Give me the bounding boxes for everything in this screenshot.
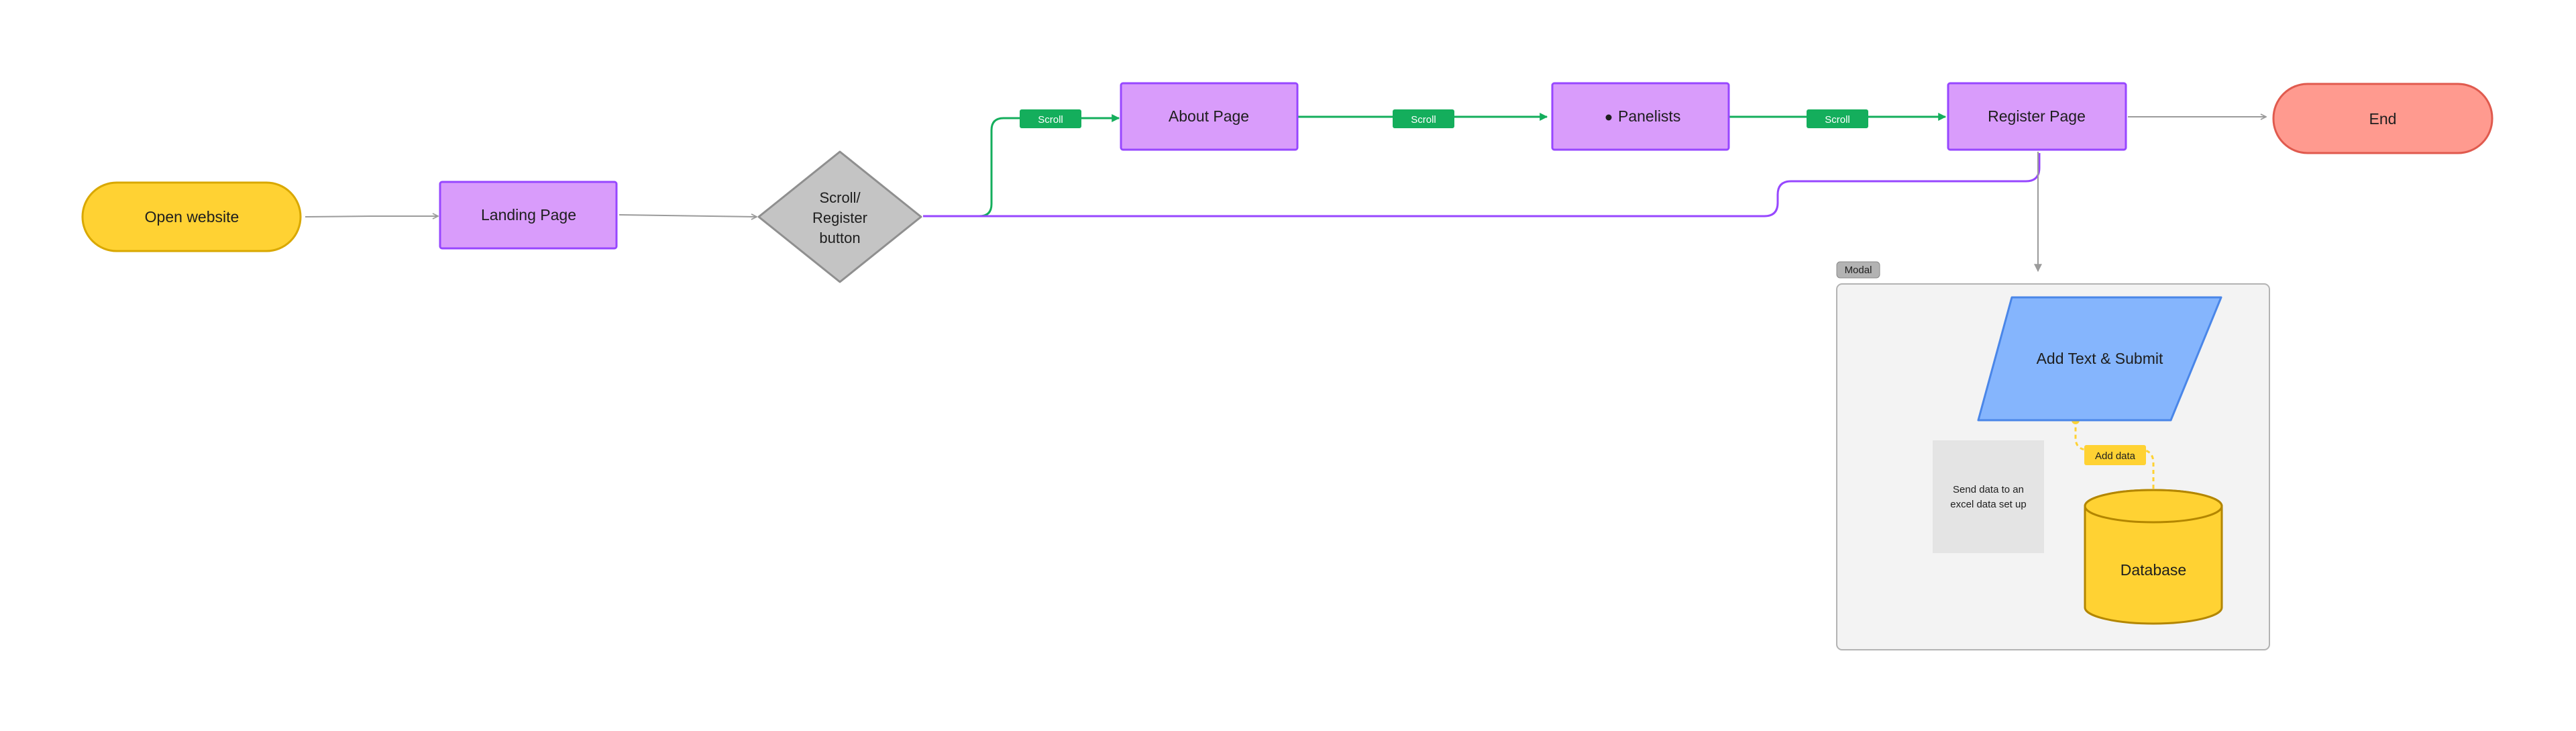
database-top bbox=[2084, 489, 2223, 524]
edge-label-add-data-bg bbox=[2084, 445, 2146, 465]
edge-label-scroll-3: Scroll bbox=[1825, 114, 1850, 126]
connector-decision-to-about bbox=[923, 114, 1120, 217]
modal-section-label: Modal bbox=[1845, 264, 1872, 276]
add-text-submit-label: Add Text & Submit bbox=[2037, 350, 2163, 367]
database-label: Database bbox=[2121, 561, 2186, 579]
decision-shape bbox=[757, 150, 922, 283]
connector-landing-to-decision bbox=[619, 215, 757, 217]
send-data-label-line1: Send data to an bbox=[1953, 484, 2024, 495]
panelists-shape bbox=[1551, 82, 1730, 151]
open-website-label: Open website bbox=[145, 208, 239, 226]
panelists-label: Panelists bbox=[1618, 107, 1680, 125]
open-website-shape bbox=[81, 181, 302, 252]
decision-label-line3: button bbox=[819, 230, 860, 246]
node-database[interactable]: Database bbox=[2084, 489, 2223, 625]
edge-label-scroll-2-bg bbox=[1393, 109, 1454, 128]
connector-decision-to-register bbox=[923, 153, 2041, 217]
panelists-bullet-icon bbox=[1605, 114, 1612, 121]
decision-label-line1: Scroll/ bbox=[819, 189, 861, 206]
landing-page-label: Landing Page bbox=[481, 206, 576, 224]
end-shape bbox=[2272, 83, 2493, 154]
add-text-submit-shape bbox=[1977, 296, 2222, 422]
landing-page-shape bbox=[439, 181, 618, 250]
node-send-data-note[interactable]: Send data to an excel data set up bbox=[1933, 440, 2044, 553]
edge-label-scroll-1: Scroll bbox=[1038, 114, 1063, 126]
connector-database-to-form bbox=[2074, 422, 2155, 489]
edge-labels: Scroll Scroll Scroll Add data bbox=[1020, 109, 2146, 465]
node-add-text-submit[interactable]: Add Text & Submit bbox=[1977, 296, 2222, 422]
edge-label-scroll-3-bg bbox=[1807, 109, 1868, 128]
edge-label-scroll-1-bg bbox=[1020, 109, 1081, 128]
register-page-label: Register Page bbox=[1988, 107, 2086, 125]
register-page-shape bbox=[1947, 82, 2127, 151]
node-panelists[interactable]: Panelists bbox=[1551, 82, 1730, 151]
about-page-label: About Page bbox=[1169, 107, 1249, 125]
node-landing-page[interactable]: Landing Page bbox=[439, 181, 618, 250]
connector-open-to-landing bbox=[305, 216, 438, 217]
node-register-page[interactable]: Register Page bbox=[1947, 82, 2127, 151]
node-decision[interactable]: Scroll/ Register button bbox=[757, 150, 922, 283]
about-page-shape bbox=[1120, 82, 1299, 151]
send-data-label-line2: excel data set up bbox=[1950, 499, 2026, 510]
decision-label-line2: Register bbox=[812, 209, 867, 226]
edge-label-scroll-2: Scroll bbox=[1411, 114, 1436, 126]
connectors bbox=[305, 113, 2266, 489]
modal-section-label-bg bbox=[1836, 261, 1880, 279]
node-about-page[interactable]: About Page bbox=[1120, 82, 1299, 151]
node-open-website[interactable]: Open website bbox=[81, 181, 302, 252]
node-end[interactable]: End bbox=[2272, 83, 2493, 154]
end-label: End bbox=[2369, 110, 2397, 128]
send-data-note-shape bbox=[1933, 440, 2044, 553]
edge-label-add-data: Add data bbox=[2095, 450, 2136, 462]
